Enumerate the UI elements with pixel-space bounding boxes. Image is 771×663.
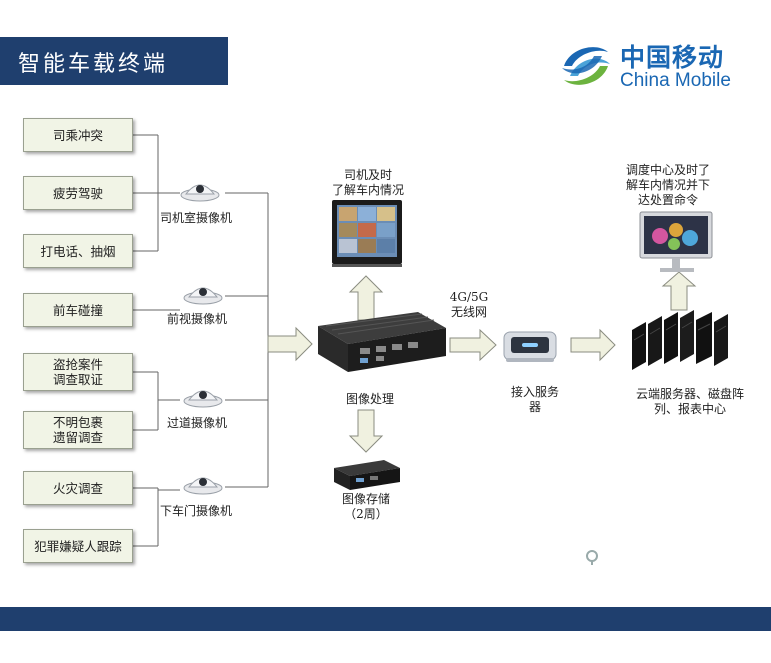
- dispatch-caption: 调度中心及时了 解车内情况并下 达处置命令: [625, 163, 710, 207]
- title-banner: 智能车载终端: [0, 37, 228, 85]
- case-box: 疲劳驾驶: [23, 176, 133, 210]
- dome-camera-icon: [183, 287, 223, 305]
- case-box: 火灾调查: [23, 471, 133, 505]
- arrow-to-terminal: [267, 326, 313, 362]
- camera-label: 司机室摄像机: [160, 211, 233, 225]
- case-label: 前车碰撞: [52, 302, 103, 318]
- processing-label: 图像处理: [345, 392, 394, 406]
- case-label: 疲劳驾驶: [52, 185, 103, 201]
- storage-label: 图像存储 （2周）: [341, 492, 390, 521]
- dome-camera-icon: [183, 477, 223, 495]
- dome-camera-icon: [180, 184, 220, 202]
- arrow-to-storage: [348, 409, 384, 453]
- camera-label: 前视摄像机: [167, 312, 228, 326]
- case-box: 司乘冲突: [23, 118, 133, 152]
- access-server-label: 接入服务 器: [510, 385, 559, 414]
- case-label: 盗抢案件 调查取证: [52, 357, 103, 387]
- server-rack-icon: [632, 310, 728, 370]
- dome-camera-icon: [183, 390, 223, 408]
- case-box: 前车碰撞: [23, 293, 133, 327]
- storage-device-icon: [334, 460, 400, 490]
- case-label: 司乘冲突: [52, 127, 103, 143]
- china-mobile-logo: 中国移动 China Mobile: [556, 36, 756, 96]
- arrow-to-dispatch: [661, 271, 697, 311]
- arrow-to-access-server: [449, 328, 497, 362]
- case-label: 不明包裹 遗留调查: [52, 415, 103, 445]
- camera-label: 过道摄像机: [167, 416, 228, 430]
- monitor-icon: [332, 200, 402, 267]
- page-title: 智能车载终端: [18, 52, 169, 77]
- case-box: 打电话、抽烟: [23, 234, 133, 268]
- case-box: 犯罪嫌疑人跟踪: [23, 529, 133, 563]
- logo-chinese-text: 中国移动: [620, 43, 725, 72]
- cloud-label: 云端服务器、磁盘阵 列、报表中心: [635, 387, 744, 416]
- case-label: 犯罪嫌疑人跟踪: [34, 538, 122, 554]
- china-mobile-logo-icon: [562, 47, 610, 85]
- access-server-icon: [503, 331, 557, 362]
- logo-english-text: China Mobile: [620, 70, 731, 91]
- footer-bar: [0, 607, 771, 631]
- monitor-caption: 司机及时 了解车内情况: [331, 168, 404, 197]
- camera-label: 下车门摄像机: [160, 504, 233, 518]
- vehicle-terminal-icon: [318, 312, 446, 372]
- arrow-to-cloud: [570, 328, 616, 362]
- case-label: 火灾调查: [52, 480, 103, 496]
- case-box: 盗抢案件 调查取证: [23, 353, 133, 391]
- dispatch-monitor-icon: [639, 211, 713, 272]
- network-label: 4G/5G 无线网: [449, 290, 489, 319]
- case-label: 打电话、抽烟: [40, 243, 116, 259]
- arrow-to-monitor: [348, 275, 384, 321]
- case-box: 不明包裹 遗留调查: [23, 411, 133, 449]
- location-pin-icon: [586, 550, 598, 565]
